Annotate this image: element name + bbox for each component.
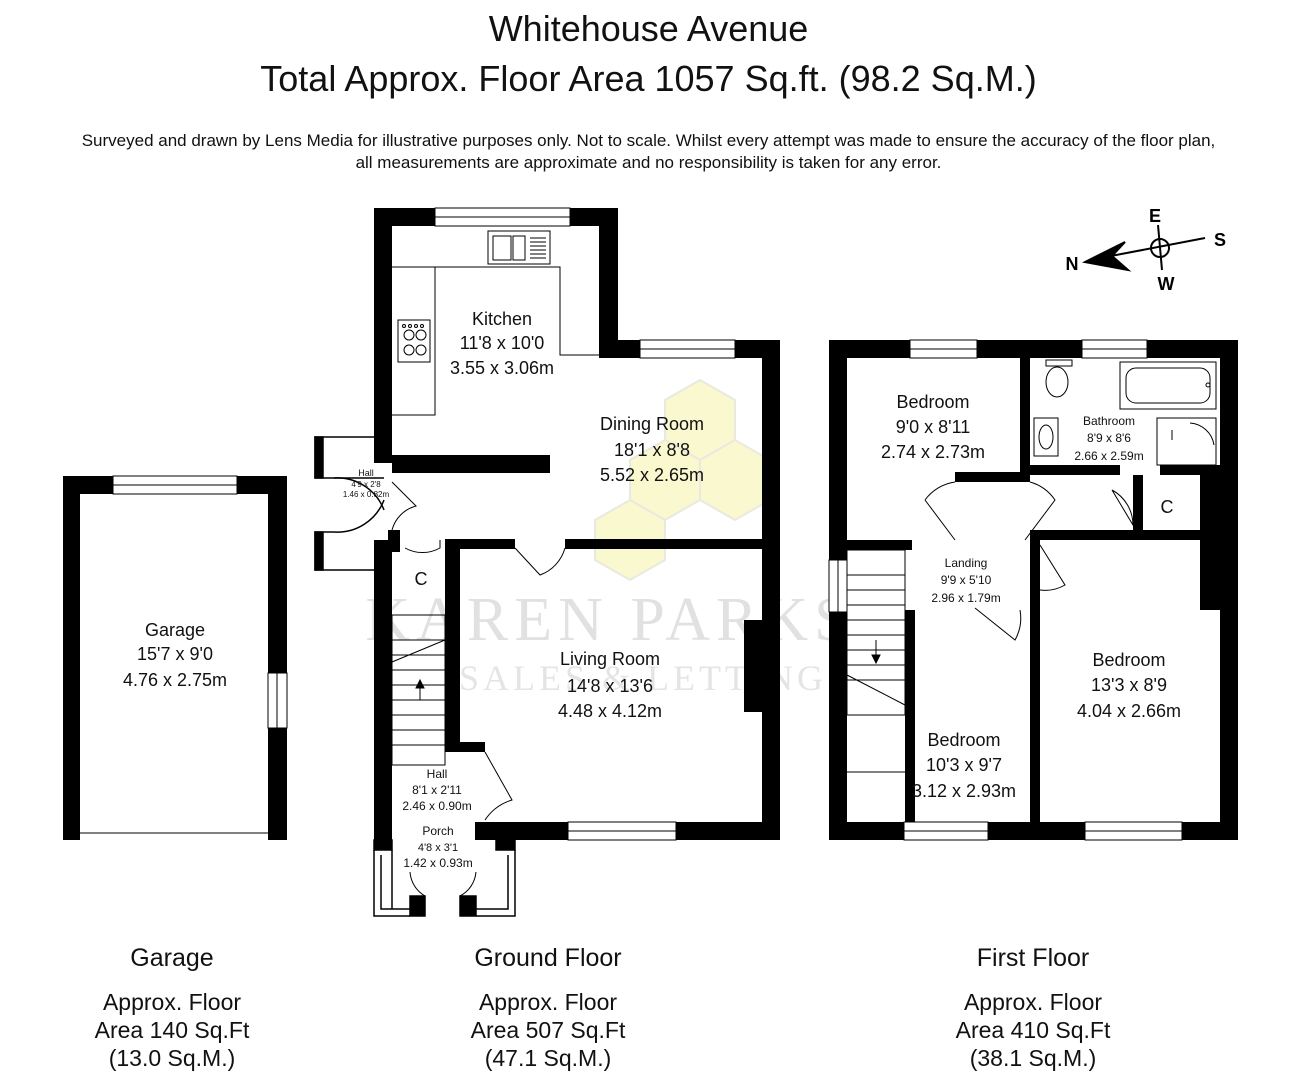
kitchen-name: Kitchen — [472, 309, 532, 329]
garage-caption-line2: Area 140 Sq.Ft — [94, 1017, 250, 1043]
dining-name: Dining Room — [600, 414, 704, 434]
bedroom2-metric: 4.04 x 2.66m — [1077, 701, 1181, 721]
landing-imperial: 9'9 x 5'10 — [941, 573, 992, 587]
cupboard-ground-label: C — [415, 569, 428, 589]
porch-name: Porch — [422, 824, 453, 838]
garage-metric: 4.76 x 2.75m — [123, 670, 227, 690]
garage-caption-line3: (13.0 Sq.M.) — [108, 1045, 236, 1071]
total-area: Total Approx. Floor Area 1057 Sq.ft. (98… — [260, 58, 1037, 99]
bedroom3-metric: 3.12 x 2.93m — [912, 781, 1016, 801]
bathroom-fixtures — [1033, 359, 1217, 466]
ground-floor-caption: Ground Floor Approx. Floor Area 507 Sq.F… — [398, 944, 698, 1072]
porch-imperial: 4'8 x 3'1 — [418, 842, 458, 854]
watermark-tagline: SALES & LETTINGS — [459, 658, 851, 698]
kitchen-imperial: 11'8 x 10'0 — [460, 333, 545, 353]
page-title: Whitehouse Avenue — [488, 8, 809, 49]
bathroom-name: Bathroom — [1083, 414, 1135, 428]
ground-floor-caption-line2: Area 507 Sq.Ft — [470, 1017, 626, 1043]
porch — [373, 839, 516, 917]
ground-door-swings — [391, 481, 566, 897]
sink-icon — [487, 230, 551, 265]
garage-name: Garage — [145, 620, 205, 640]
landing-name: Landing — [945, 556, 988, 570]
dining-metric: 5.52 x 2.65m — [600, 465, 704, 485]
side-hall-imperial: 4'9 x 2'8 — [351, 480, 381, 489]
first-floor-caption-line3: (38.1 Sq.M.) — [969, 1045, 1097, 1071]
landing-metric: 2.96 x 1.79m — [931, 591, 1000, 605]
compass-n: N — [1066, 254, 1079, 274]
ground-floor-caption-title: Ground Floor — [474, 944, 622, 972]
bedroom1-metric: 2.74 x 2.73m — [881, 442, 985, 462]
bathroom-metric: 2.66 x 2.59m — [1074, 449, 1143, 463]
hall-name: Hall — [427, 767, 448, 781]
bedroom3-name: Bedroom — [927, 730, 1000, 750]
ground-floor-caption-line3: (47.1 Sq.M.) — [484, 1045, 612, 1071]
first-floor-caption-line2: Area 410 Sq.Ft — [955, 1017, 1111, 1043]
first-floor-caption: First Floor Approx. Floor Area 410 Sq.Ft… — [883, 944, 1183, 1072]
garage-caption: Garage Approx. Floor Area 140 Sq.Ft (13.… — [22, 944, 322, 1072]
dining-window — [639, 339, 736, 359]
cupboard-first-label: C — [1161, 497, 1174, 517]
porch-metric: 1.42 x 0.93m — [403, 856, 472, 870]
side-hall-metric: 1.46 x 0.82m — [343, 490, 390, 499]
hall-imperial: 8'1 x 2'11 — [412, 783, 462, 797]
bathroom-imperial: 8'9 x 8'6 — [1087, 431, 1131, 445]
ground-floor-plan — [374, 208, 780, 840]
compass-w: W — [1158, 274, 1175, 294]
ground-stairs — [391, 614, 446, 766]
hob-icon — [397, 319, 431, 363]
living-imperial: 14'8 x 13'6 — [567, 676, 653, 696]
hall-metric: 2.46 x 0.90m — [402, 799, 471, 813]
first-floor-windows — [828, 339, 1183, 841]
bedroom1-name: Bedroom — [896, 392, 969, 412]
living-name: Living Room — [560, 649, 660, 669]
garage-caption-line1: Approx. Floor — [102, 989, 242, 1015]
garage-caption-title: Garage — [130, 944, 214, 972]
dining-imperial: 18'1 x 8'8 — [614, 440, 690, 460]
first-floor-caption-line1: Approx. Floor — [963, 989, 1103, 1015]
watermark-brand: KAREN PARKS — [365, 586, 854, 654]
compass-e: E — [1149, 206, 1161, 226]
living-metric: 4.48 x 4.12m — [558, 701, 662, 721]
compass-icon — [1081, 224, 1206, 272]
living-window — [567, 821, 677, 841]
bedroom2-imperial: 13'3 x 8'9 — [1091, 675, 1167, 695]
garage-imperial: 15'7 x 9'0 — [137, 644, 213, 664]
disclaimer-line-2: all measurements are approximate and no … — [355, 153, 942, 172]
bedroom3-imperial: 10'3 x 9'7 — [926, 755, 1002, 775]
kitchen-worktop — [392, 266, 599, 416]
first-floor-caption-title: First Floor — [976, 944, 1090, 972]
ground-floor-caption-line1: Approx. Floor — [478, 989, 618, 1015]
bedroom1-imperial: 9'0 x 8'11 — [896, 417, 971, 437]
compass-s: S — [1214, 230, 1226, 250]
bedroom2-name: Bedroom — [1092, 650, 1165, 670]
side-hall-bay — [314, 436, 385, 571]
kitchen-metric: 3.55 x 3.06m — [450, 358, 554, 378]
garage-plan — [63, 475, 288, 842]
kitchen-window — [434, 207, 571, 227]
side-hall-name: Hall — [358, 468, 374, 478]
disclaimer-line-1: Surveyed and drawn by Lens Media for ill… — [81, 131, 1216, 150]
first-floor-stairs — [846, 549, 906, 773]
first-floor-door-swings — [924, 481, 1134, 641]
